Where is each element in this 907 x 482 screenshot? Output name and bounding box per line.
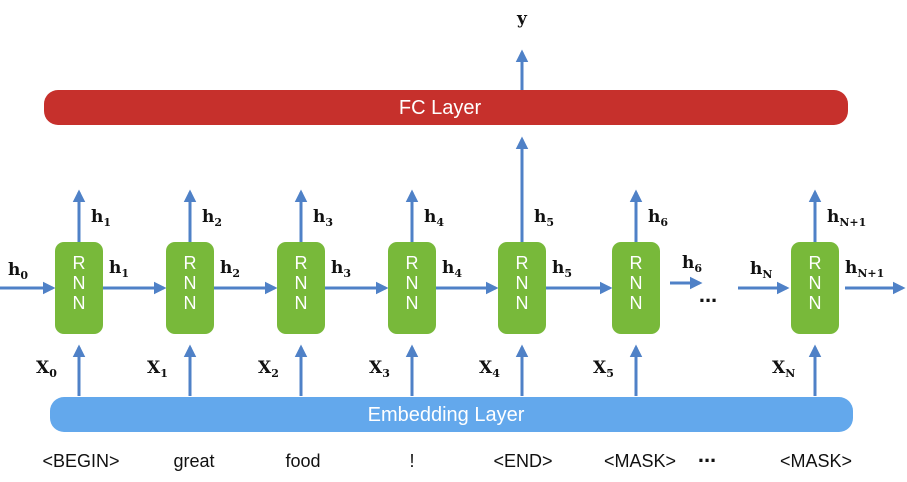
rnn-cell-letter: N [516,293,529,313]
input-label: X0 [36,358,57,380]
input-token: <MASK> [604,451,676,471]
rnn-cell-letter: R [809,253,822,273]
hidden-right-label: h6 [682,253,702,275]
rnn-cell-letter: R [516,253,529,273]
rnn-cell-letter: N [295,273,308,293]
input-label: XN [772,358,795,380]
rnn-cell-letter: R [184,253,197,273]
hidden-right-label: h3 [331,258,351,280]
token-ellipsis: ... [698,442,716,467]
rnn-cell-letter: N [295,293,308,313]
input-token: <BEGIN> [42,451,119,471]
rnn-cell-letter: N [73,293,86,313]
incoming-last-label: hN [750,259,772,281]
input-label: X4 [479,358,500,380]
input-label: X3 [369,358,390,380]
hidden-up-label: h6 [648,207,668,229]
rnn-cell-letter: N [630,293,643,313]
input-token: ! [409,451,414,471]
rnn-cell-letter: R [630,253,643,273]
hidden-up-label: h2 [202,207,222,229]
rnn-cell-letter: N [184,273,197,293]
embedding-layer [50,397,853,432]
hidden-right-label: h1 [109,258,129,280]
hidden-right-label: hN+1 [845,258,884,280]
hidden-up-label: h3 [313,207,333,229]
hidden-up-label: h4 [424,207,444,229]
initial-hidden-label: h0 [8,260,28,282]
hidden-right-label: h5 [552,258,572,280]
fc-layer [44,90,848,125]
embedding-layer-label: Embedding Layer [368,404,525,426]
input-token: <MASK> [780,451,852,471]
rnn-cell-letter: R [73,253,86,273]
hidden-up-label: hN+1 [827,207,866,229]
rnn-cell-letter: N [73,273,86,293]
rnn-cell-letter: R [295,253,308,273]
rnn-cell-letter: R [406,253,419,273]
hidden-right-label: h2 [220,258,240,280]
hidden-ellipsis: ... [699,282,717,307]
rnn-cell-letter: N [406,273,419,293]
input-label: X1 [147,358,168,380]
output-label: y [516,9,528,29]
input-label: X5 [593,358,614,380]
rnn-cell [55,242,103,334]
rnn-cell-letter: N [184,293,197,313]
rnn-cell [612,242,660,334]
rnn-cell-letter: N [809,273,822,293]
rnn-cell-letter: N [809,293,822,313]
input-token: food [285,451,320,471]
rnn-cell [166,242,214,334]
rnn-cell [498,242,546,334]
fc-layer-label: FC Layer [399,97,482,119]
hidden-right-label: h4 [442,258,462,280]
input-token: <END> [493,451,552,471]
rnn-cell [277,242,325,334]
rnn-cell-letter: N [630,273,643,293]
rnn-cell-letter: N [516,273,529,293]
hidden-up-label: h5 [534,207,554,229]
hidden-up-label: h1 [91,207,111,229]
rnn-cell-letter: N [406,293,419,313]
rnn-cell [388,242,436,334]
input-label: X2 [258,358,279,380]
input-token: great [173,451,214,471]
rnn-cell [791,242,839,334]
